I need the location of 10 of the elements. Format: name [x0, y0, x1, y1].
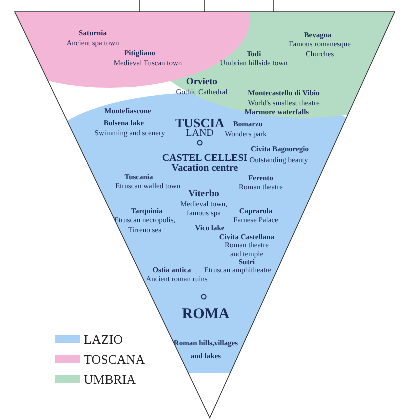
- place-name: ROMA: [182, 308, 230, 322]
- description-text: LAND: [186, 129, 214, 139]
- place-name: TUSCIA: [175, 116, 225, 130]
- place-name: Orvieto: [186, 78, 218, 88]
- legend-label: LAZIO: [84, 333, 123, 346]
- place-name: Vacation centre: [172, 164, 238, 174]
- place-name: Viterbo: [188, 190, 220, 200]
- place-name: CASTEL CELLESI: [162, 154, 248, 164]
- legend-label: UMBRIA: [84, 373, 136, 386]
- legend-label: TOSCANA: [84, 353, 146, 366]
